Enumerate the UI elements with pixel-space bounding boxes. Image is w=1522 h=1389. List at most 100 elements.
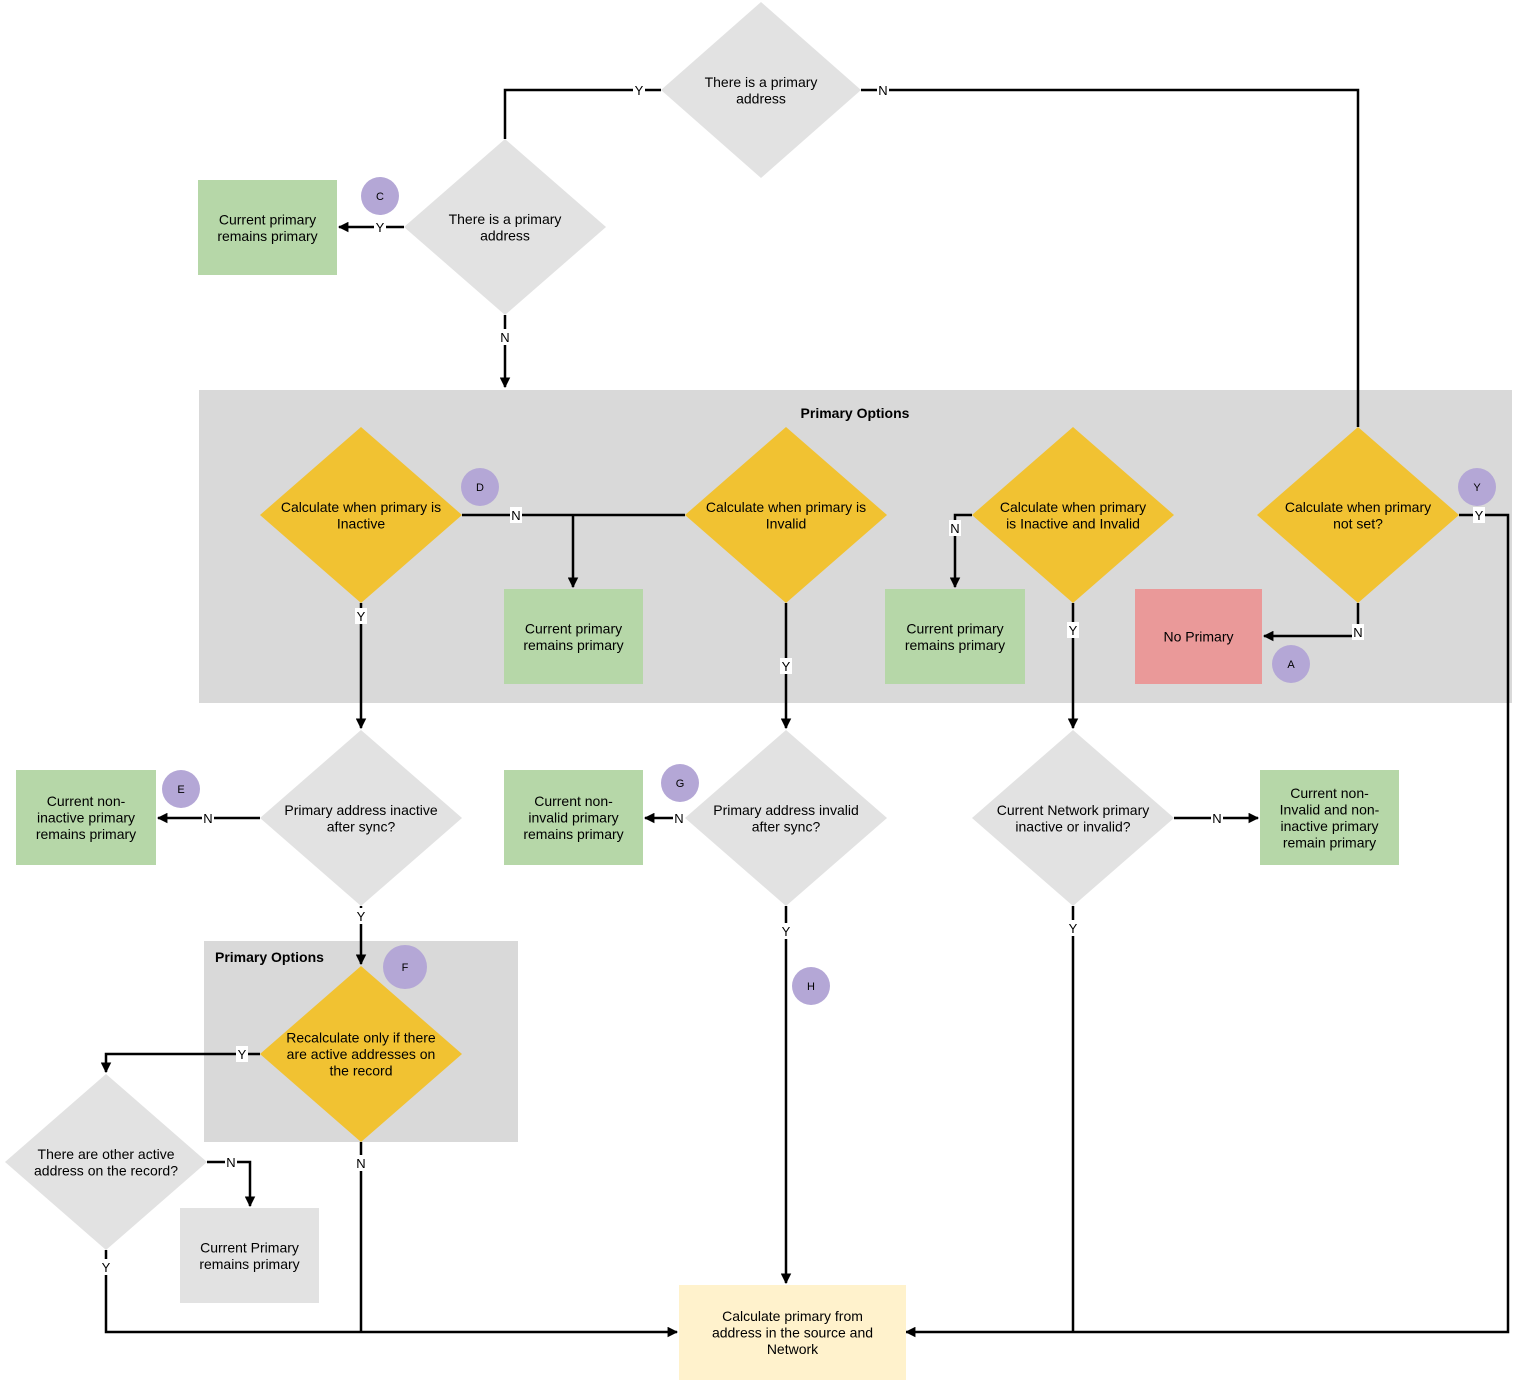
edge-label-text: N xyxy=(226,1155,235,1170)
edge-label-background xyxy=(355,908,367,924)
edge-other-no xyxy=(207,1160,256,1208)
node-label-line: address on the record? xyxy=(34,1162,178,1178)
edge-label-text: N xyxy=(674,811,683,826)
edge-label-background xyxy=(949,520,961,536)
edge-label-text: Y xyxy=(782,924,791,939)
node-label-line: inactive primary xyxy=(37,810,135,826)
node-label-line: address xyxy=(480,227,530,243)
node-label-line: Current primary xyxy=(525,620,622,636)
edge-other-yes xyxy=(104,1250,679,1338)
badge-label: H xyxy=(807,981,815,993)
node-label-line: Calculate primary from xyxy=(722,1308,863,1324)
decision-shape xyxy=(685,427,887,603)
edge-label-vsync-y: Y xyxy=(780,923,792,939)
node-label-line: after sync? xyxy=(327,818,396,834)
badge-e: E xyxy=(162,770,200,808)
decision-shape xyxy=(972,427,1174,603)
edge-label-background xyxy=(1067,622,1079,638)
outcome-shape xyxy=(180,1208,319,1303)
decision-shape xyxy=(661,2,861,178)
edge-label-invalid-y: Y xyxy=(780,658,792,674)
edge-label-text: N xyxy=(950,521,959,536)
edge-label-inactive-y: Y xyxy=(355,608,367,624)
outcome-shape xyxy=(504,589,643,684)
node-label-line: Current primary xyxy=(906,620,1003,636)
edge-label-background xyxy=(1067,920,1079,936)
badge-circle xyxy=(461,468,499,506)
badge-circle xyxy=(361,177,399,215)
node-label-line: There is a primary xyxy=(705,74,818,90)
edge-label-text: Y xyxy=(1069,921,1078,936)
edge-label-net-y: Y xyxy=(1067,920,1079,936)
badge-circle xyxy=(792,967,830,1005)
edge-label-text: N xyxy=(1353,625,1362,640)
node-label-line: No Primary xyxy=(1163,629,1233,645)
node-label-line: remains primary xyxy=(523,637,623,653)
node-label-line: Invalid and non- xyxy=(1280,801,1380,817)
edge-label-text: Y xyxy=(782,659,791,674)
edge-label-background xyxy=(673,810,685,826)
decision-shape xyxy=(260,427,462,603)
edge-label-text: Y xyxy=(238,1047,247,1062)
badge-circle xyxy=(383,945,427,989)
decision-shape xyxy=(1257,427,1459,603)
edge-label-other-y: Y xyxy=(100,1259,112,1275)
outcome-o-non-both: Current non-Invalid and non-inactive pri… xyxy=(1260,770,1399,865)
decision-shape xyxy=(972,730,1174,906)
badge-circle xyxy=(661,764,699,802)
badge-label: E xyxy=(177,784,184,796)
node-label-line: Calculate when primary xyxy=(1000,499,1146,515)
node-label-line: Calculate when primary is xyxy=(706,499,866,515)
outcome-shape xyxy=(679,1285,906,1380)
node-label-line: not set? xyxy=(1333,515,1383,531)
node-label-line: address in the source and xyxy=(712,1325,873,1341)
node-label-line: remains primary xyxy=(905,637,1005,653)
edge-label-background xyxy=(1473,507,1485,523)
edge-label-background xyxy=(780,923,792,939)
node-label-line: address xyxy=(736,90,786,106)
node-label-line: Current Primary xyxy=(200,1239,299,1255)
edge-label-second-y: Y xyxy=(374,219,386,235)
outcome-shape xyxy=(16,770,156,865)
group-title: Primary Options xyxy=(215,949,324,965)
edge-label-text: N xyxy=(356,1156,365,1171)
badge-y: Y xyxy=(1458,468,1496,506)
node-label-line: invalid primary xyxy=(528,810,618,826)
decision-shape xyxy=(260,966,462,1142)
outcome-shape xyxy=(198,180,337,275)
edge-label-text: N xyxy=(1212,811,1221,826)
edge-label-background xyxy=(355,608,367,624)
badge-d: D xyxy=(461,468,499,506)
edge-label-isync-n: N xyxy=(202,810,214,826)
edge-label-iai-n: N xyxy=(949,520,961,536)
edge-label-background xyxy=(780,658,792,674)
edge-label-background xyxy=(355,1155,367,1171)
outcome-shape xyxy=(1135,589,1262,684)
edge-label-background xyxy=(225,1154,237,1170)
edge-label-text: Y xyxy=(357,909,366,924)
edge-label-other-n: N xyxy=(225,1154,237,1170)
node-label-line: Current non- xyxy=(1290,785,1369,801)
edge-label-recalc-n: N xyxy=(355,1155,367,1171)
node-label-line: Primary address invalid xyxy=(713,802,859,818)
edge-label-second-n: N xyxy=(499,329,511,345)
node-label-line: There is a primary xyxy=(449,211,562,227)
node-label-line: Network xyxy=(767,1341,819,1357)
node-label-line: There are other active xyxy=(38,1146,175,1162)
badge-h: H xyxy=(792,967,830,1005)
node-label-line: Inactive xyxy=(337,515,385,531)
badge-label: C xyxy=(376,191,384,203)
badge-g: G xyxy=(661,764,699,802)
node-label-line: after sync? xyxy=(752,818,821,834)
badge-circle xyxy=(1458,468,1496,506)
badge-a: A xyxy=(1272,645,1310,683)
badge-f: F xyxy=(383,945,427,989)
